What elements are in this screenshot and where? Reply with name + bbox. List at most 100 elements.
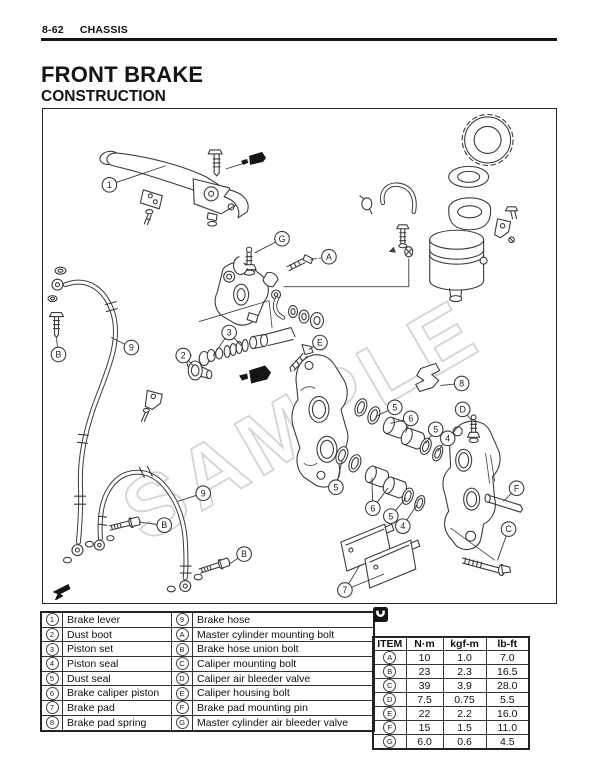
torque-value: 22 <box>405 706 444 721</box>
torque-value: 11.0 <box>485 720 530 735</box>
callout-label: 8 <box>459 379 464 389</box>
torque-value: 10 <box>405 650 444 665</box>
part-name: Piston seal <box>62 656 172 672</box>
callout-label: 6 <box>370 503 375 513</box>
exploded-diagram: SAMPLE <box>47 113 525 601</box>
callout-5 <box>328 479 344 496</box>
callout-label: 5 <box>333 482 338 492</box>
torque-value: 0.75 <box>442 692 487 707</box>
mounting-bolt-a-drawing <box>286 224 410 272</box>
callout-D <box>454 401 471 418</box>
callout-9 <box>123 339 140 356</box>
callout-9 <box>195 485 212 502</box>
dust-boot-drawing <box>187 360 213 381</box>
part-name: Brake pad mounting pin <box>192 700 375 716</box>
torque-item-badge: E <box>372 706 407 721</box>
circled-ref: 4 <box>45 657 59 671</box>
circled-ref: E <box>175 686 189 700</box>
torque-value: 4.5 <box>485 734 530 750</box>
grease-icon <box>241 151 267 165</box>
callout-8 <box>453 375 470 392</box>
part-ref-badge: B <box>171 641 193 658</box>
part-name: Brake lever <box>62 611 172 628</box>
part-ref-badge: C <box>171 656 193 672</box>
torque-item-badge: A <box>372 650 407 665</box>
part-name: Master cylinder mounting bolt <box>192 626 375 643</box>
callout-label: 9 <box>201 488 206 498</box>
torque-item-badge: F <box>372 720 407 735</box>
torque-value: 7.5 <box>405 692 444 707</box>
circled-ref: B <box>383 665 397 678</box>
torque-header-kgfm: kgf-m <box>442 636 487 651</box>
torque-wrench-icon <box>373 607 388 622</box>
callout-4 <box>439 430 456 447</box>
part-ref-badge: 4 <box>40 656 63 672</box>
forward-arrow-icon <box>52 584 71 601</box>
reservoir-bracket-drawing <box>494 206 519 244</box>
pad-spring-drawing <box>415 362 441 392</box>
callout-label: E <box>317 338 323 348</box>
circled-ref: A <box>175 628 189 642</box>
brake-pads-drawing <box>340 523 421 589</box>
brake-hose-a-drawing <box>47 266 119 564</box>
callout-1 <box>101 177 118 193</box>
part-ref-badge: A <box>171 626 193 643</box>
callout-5 <box>386 399 403 416</box>
part-ref-badge: 8 <box>40 714 63 732</box>
callout-3 <box>221 324 237 341</box>
torque-value: 16.0 <box>485 706 530 721</box>
part-name: Master cylinder air bleeder valve <box>192 714 375 732</box>
callout-label: 4 <box>400 521 405 531</box>
callout-6 <box>365 500 381 517</box>
callout-B <box>236 546 252 562</box>
part-name: Piston set <box>62 641 172 658</box>
part-name: Brake pad spring <box>62 714 172 732</box>
callout-label: 2 <box>181 351 186 361</box>
part-ref-badge: D <box>171 670 193 687</box>
part-name: Caliper mounting bolt <box>192 656 375 672</box>
lever-holder-clamp-drawing <box>139 189 163 226</box>
torque-value: 23 <box>405 664 444 679</box>
exploded-diagram-frame: SAMPLE <box>42 108 557 604</box>
callout-label: 3 <box>227 328 232 338</box>
reservoir-drawing <box>429 113 514 303</box>
circled-ref: 3 <box>45 642 59 656</box>
circled-ref: D <box>383 693 397 706</box>
mc-air-bleeder-valve-drawing <box>233 246 257 276</box>
header-rule <box>41 38 557 41</box>
callout-label: 6 <box>408 413 413 423</box>
torque-value: 5.5 <box>485 692 530 707</box>
torque-header-lbft: lb-ft <box>485 636 530 651</box>
circled-ref: 8 <box>45 716 59 730</box>
circled-ref: F <box>175 701 189 715</box>
callout-5 <box>427 421 444 438</box>
torque-item-badge: D <box>372 692 407 707</box>
callout-6 <box>402 410 419 427</box>
part-ref-badge: 7 <box>40 700 63 716</box>
part-ref-badge: 3 <box>40 641 63 658</box>
torque-value: 16.5 <box>485 664 530 679</box>
callout-label: C <box>505 524 511 534</box>
callout-label: 5 <box>388 511 393 521</box>
part-ref-badge: 1 <box>40 611 63 628</box>
circled-ref: E <box>383 707 397 720</box>
torque-value: 7.0 <box>485 650 530 665</box>
callout-label: D <box>459 404 465 414</box>
callout-B <box>156 517 173 533</box>
master-cylinder-drawing <box>198 261 279 328</box>
circled-ref: 9 <box>175 613 189 627</box>
torque-item-badge: B <box>372 664 407 679</box>
hose-clamp-drawing <box>140 389 163 422</box>
callout-label: G <box>279 234 286 244</box>
